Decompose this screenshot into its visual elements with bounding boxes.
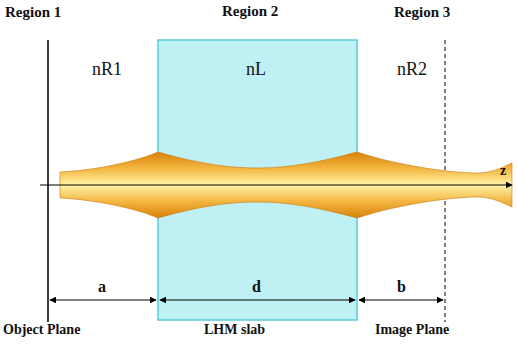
dimension-label: a	[98, 278, 106, 296]
region-heading: Region 1	[5, 4, 61, 21]
refractive-index: nL	[246, 60, 266, 80]
region-heading: Region 3	[394, 4, 450, 21]
axis-label: z	[500, 163, 506, 178]
dimension-d	[160, 300, 355, 301]
slab-label: LHM slab	[204, 322, 265, 337]
dimension-label: d	[252, 278, 261, 296]
plane-label: Object Plane	[3, 322, 80, 337]
object-plane-line	[47, 40, 49, 322]
refractive-index: nR2	[397, 60, 427, 80]
dimension-b	[359, 300, 443, 301]
dimension-label: b	[397, 278, 406, 296]
plane-label: Image Plane	[375, 322, 449, 337]
z-axis	[40, 185, 512, 186]
region-heading: Region 2	[222, 3, 278, 20]
dimension-a	[50, 300, 156, 301]
refractive-index: nR1	[92, 60, 122, 80]
